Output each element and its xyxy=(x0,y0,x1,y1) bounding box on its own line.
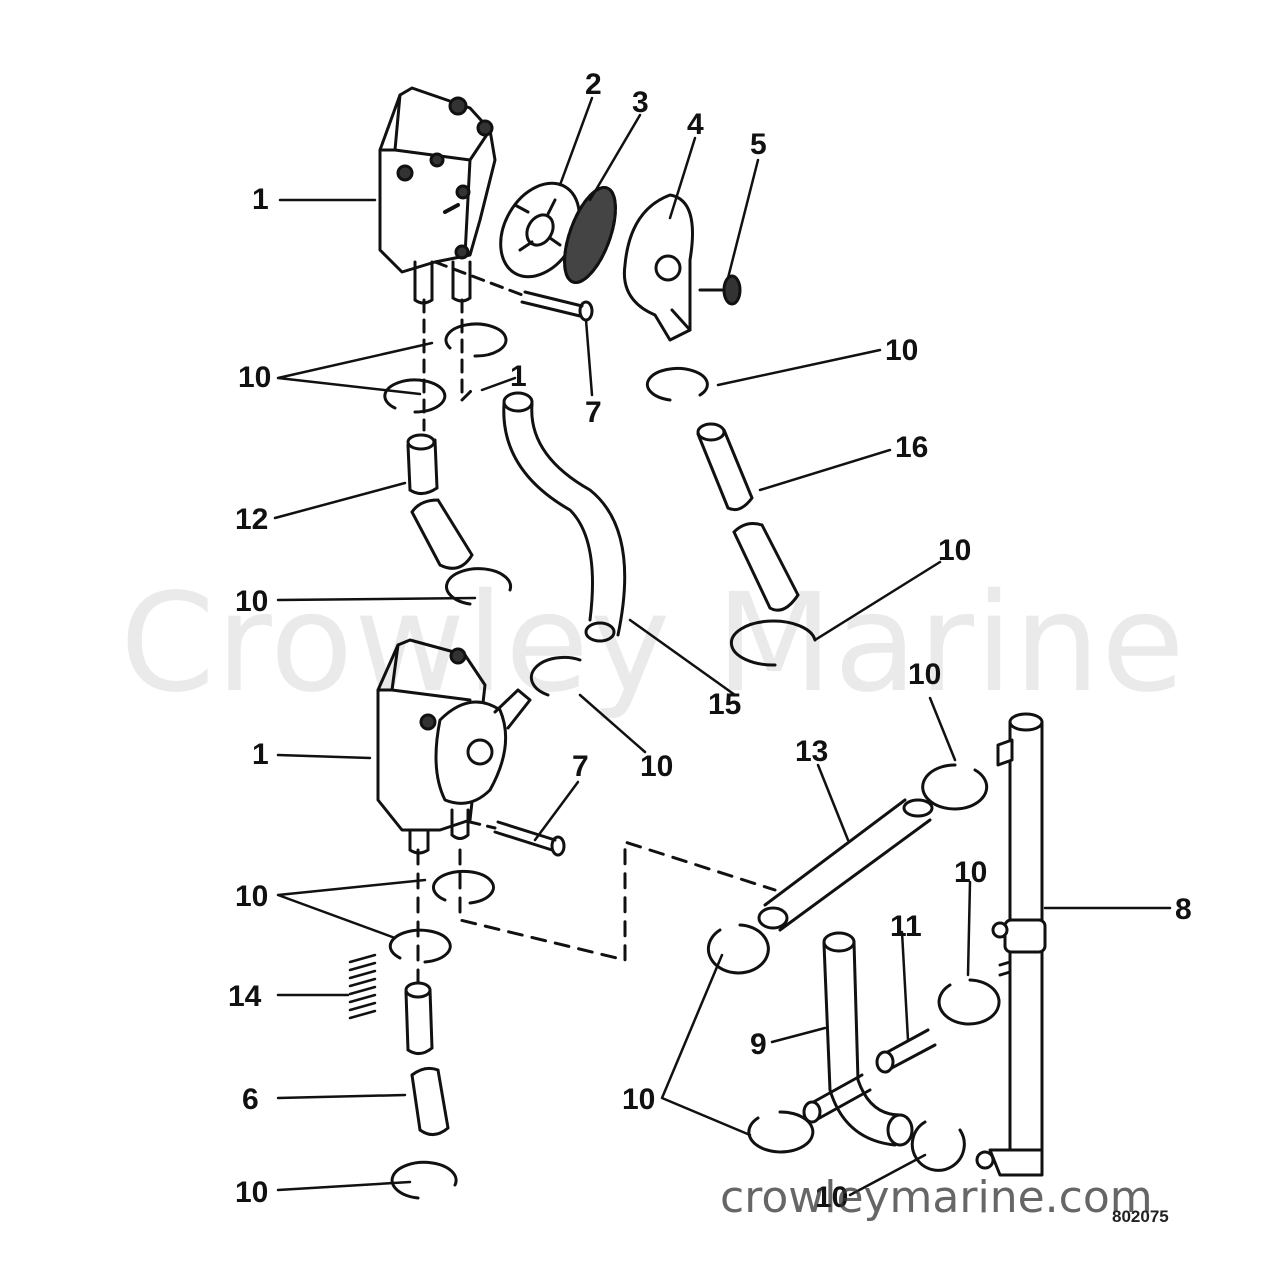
label-10-tube-top: 10 xyxy=(908,658,942,691)
label-10-mid-right: 10 xyxy=(938,534,972,567)
label-10-center: 10 xyxy=(640,750,674,783)
label-14: 14 xyxy=(228,980,262,1013)
label-10-right-upper: 10 xyxy=(885,334,919,367)
spring-14 xyxy=(348,953,377,1020)
filter-cover xyxy=(622,193,694,342)
label-6: 6 xyxy=(242,1083,259,1116)
label-12: 12 xyxy=(235,503,269,536)
upper-fuel-pump xyxy=(378,86,497,305)
tube-13 xyxy=(757,798,934,932)
label-8: 8 xyxy=(1175,893,1192,926)
label-11: 11 xyxy=(890,910,922,943)
label-13: 13 xyxy=(795,735,829,768)
short-hose-12 xyxy=(406,433,474,570)
clip-10f xyxy=(729,619,817,667)
label-16: 16 xyxy=(895,431,929,464)
label-1-upper: 1 xyxy=(252,183,269,216)
centerline-upper xyxy=(422,298,474,432)
label-15: 15 xyxy=(708,688,742,721)
clip-10g xyxy=(431,869,495,905)
centerline-lower xyxy=(416,840,777,992)
label-10-mid-left: 10 xyxy=(235,585,269,618)
label-10-tube-mid: 10 xyxy=(954,856,988,889)
clip-10i xyxy=(390,1160,458,1200)
label-2: 2 xyxy=(585,68,602,101)
leader-lines xyxy=(273,96,1172,1197)
label-5: 5 xyxy=(750,128,767,161)
label-3: 3 xyxy=(632,86,649,119)
label-4: 4 xyxy=(687,108,704,141)
clip-10e xyxy=(645,367,709,402)
pin-lower xyxy=(468,820,566,857)
label-1-hose: 1 xyxy=(510,360,527,393)
filter-screw xyxy=(698,274,742,306)
connector-11 xyxy=(802,1028,937,1124)
label-9: 9 xyxy=(750,1028,767,1061)
hose-9 xyxy=(822,931,914,1147)
clip-10k xyxy=(706,923,770,975)
clip-10d xyxy=(529,655,582,697)
filter-screen xyxy=(563,186,617,284)
clip-10h xyxy=(388,928,452,964)
label-1-lower: 1 xyxy=(252,738,269,771)
tube-8 xyxy=(975,712,1047,1177)
watermark-text: Crowley Marine xyxy=(120,565,1186,723)
label-10-bottom: 10 xyxy=(815,1181,849,1214)
clip-10n xyxy=(910,1120,966,1172)
lower-fuel-pump xyxy=(376,638,532,855)
site-watermark: crowleymarine.com xyxy=(720,1172,1153,1223)
clip-10b xyxy=(383,378,447,414)
label-7-lower: 7 xyxy=(572,750,589,783)
drawing-code: 802075 xyxy=(1112,1207,1169,1226)
hose-16 xyxy=(696,422,800,612)
clip-10j xyxy=(921,763,989,811)
label-10-pump-lower: 10 xyxy=(235,880,269,913)
clip-10a xyxy=(444,322,508,358)
label-7-upper: 7 xyxy=(585,396,602,429)
label-10-pump-upper: 10 xyxy=(238,361,272,394)
short-hose-6 xyxy=(404,981,450,1136)
label-10-lower-right: 10 xyxy=(622,1083,656,1116)
label-10-bottom-left: 10 xyxy=(235,1176,269,1209)
clip-10m xyxy=(747,1110,815,1154)
clip-10l xyxy=(937,978,1001,1026)
hose-15 xyxy=(502,391,627,643)
